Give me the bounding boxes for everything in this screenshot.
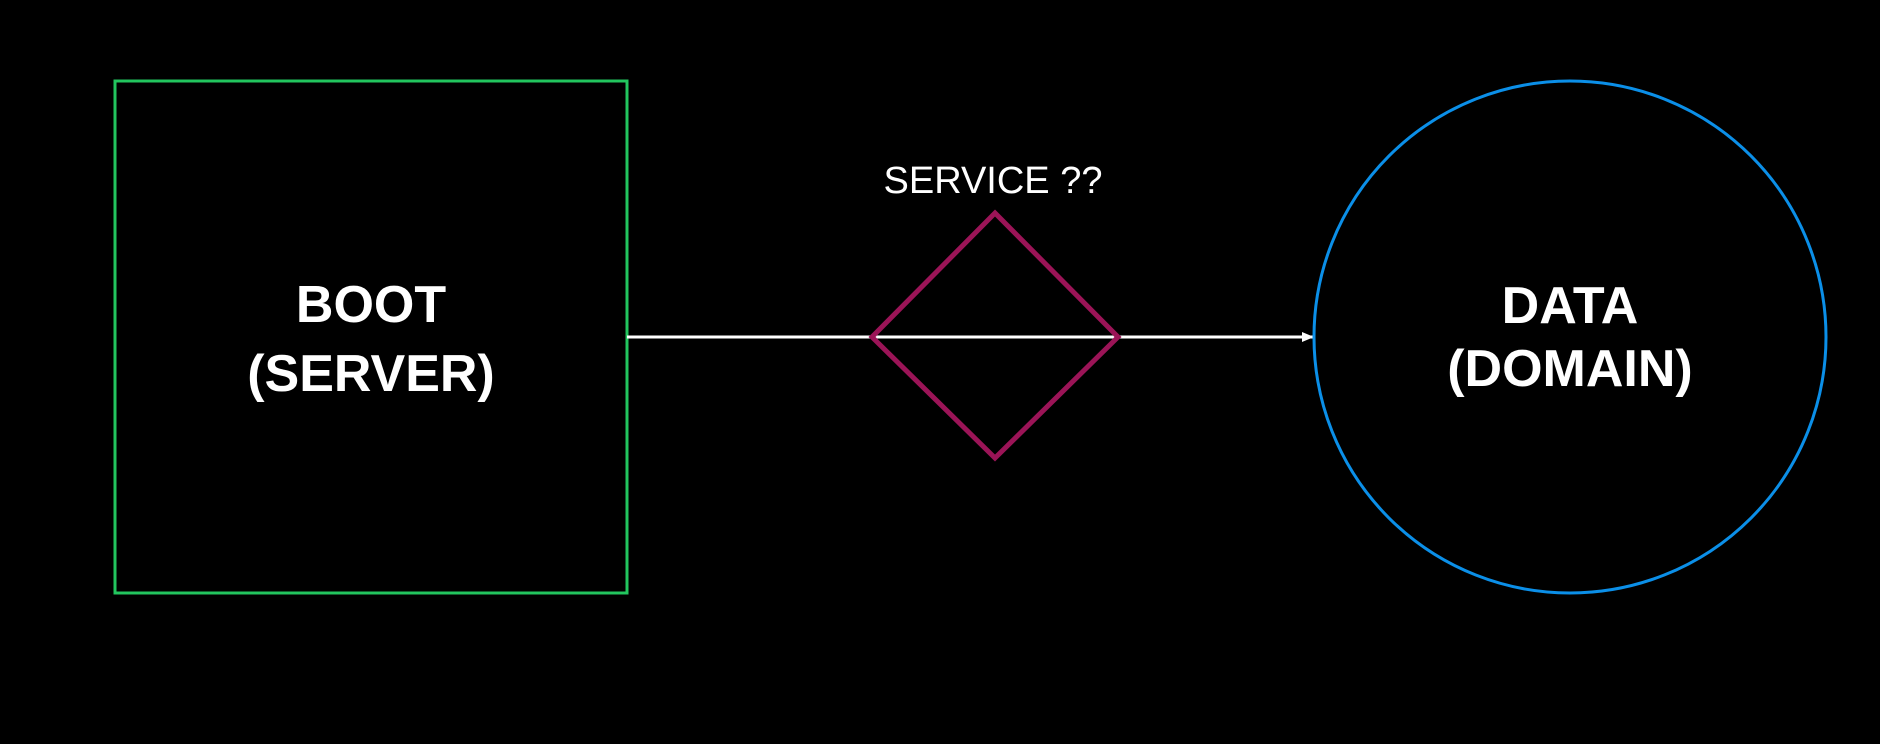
service-diamond (868, 209, 1122, 462)
data-domain-circle (1312, 79, 1828, 595)
server-label: (SERVER) (247, 345, 495, 403)
boot-server-box (113, 79, 629, 595)
service-label: SERVICE ?? (884, 160, 1103, 202)
boot-server-node: BOOT (SERVER) (113, 79, 629, 595)
data-domain-node: DATA (DOMAIN) (1312, 79, 1828, 595)
service-node: SERVICE ?? (868, 160, 1122, 462)
boot-label: BOOT (296, 276, 446, 334)
domain-label: (DOMAIN) (1447, 340, 1693, 398)
data-label: DATA (1502, 277, 1639, 335)
